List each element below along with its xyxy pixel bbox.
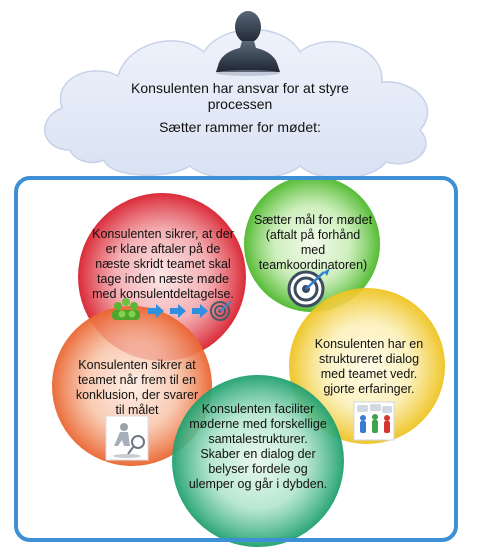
person-silhouette-icon <box>216 11 280 76</box>
circle-green <box>244 176 380 312</box>
cloud-text-frame-setting: Sætter rammer for mødet: <box>159 119 321 135</box>
circle-red-text: Konsulenten sikrer, at der er klare afta… <box>92 227 234 301</box>
circle-yellow-text: Konsulenten har en struktureret dialog m… <box>314 337 424 396</box>
people-speech-bubbles-icon <box>353 401 395 441</box>
target-icon <box>287 268 330 308</box>
circle-green-text: Sætter mål for mødet (aftalt på forhånd … <box>253 213 373 272</box>
circle-teal <box>172 375 344 547</box>
figure-with-magnifier-icon <box>105 415 149 461</box>
circle-teal-text: Konsulenten faciliter møderne med forske… <box>188 402 328 491</box>
circle-orange-text: Konsulenten sikrer at teamet når frem ti… <box>75 358 199 417</box>
team-arrows-target-icon <box>112 298 233 321</box>
cloud-shape <box>44 28 429 181</box>
process-frame <box>14 176 458 542</box>
circle-yellow <box>289 288 445 444</box>
cloud-text-responsibility: Konsulenten har ansvar for at styre proc… <box>131 80 349 112</box>
circle-orange <box>52 306 212 466</box>
